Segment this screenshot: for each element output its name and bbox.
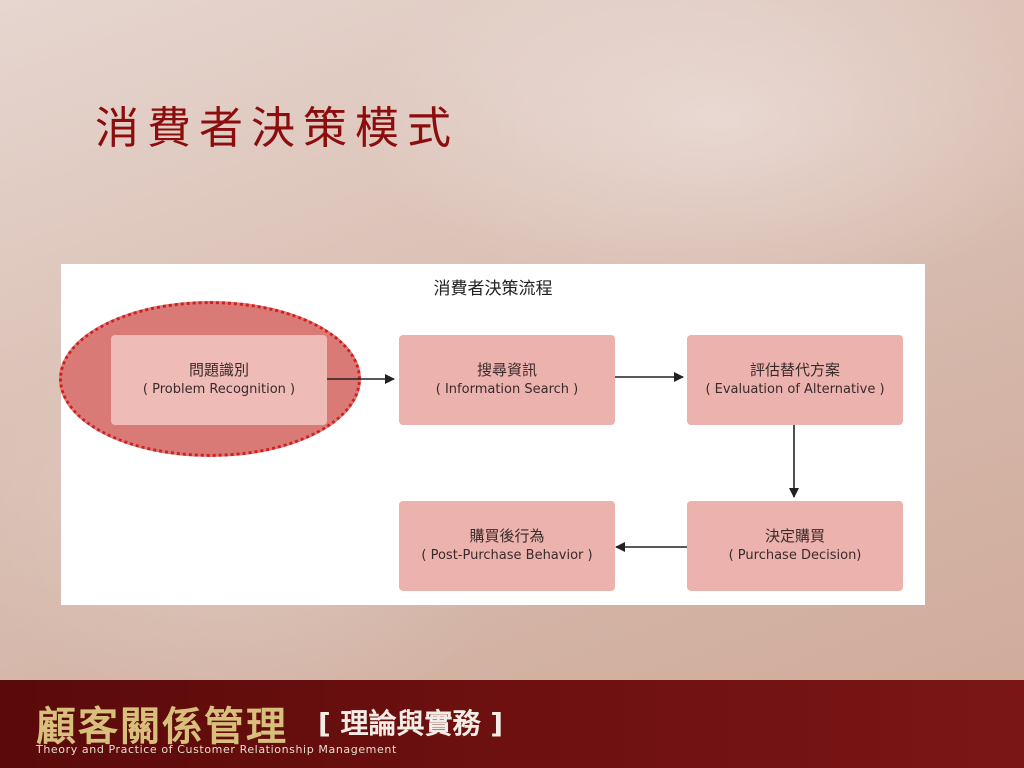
slide-title: 消費者決策模式 bbox=[95, 103, 459, 154]
step-post-purchase-behavior: 購買後行為 ( Post-Purchase Behavior ) bbox=[399, 501, 615, 591]
brand-title: 顧客關係管理 bbox=[36, 704, 288, 750]
step-label-en: ( Information Search ) bbox=[435, 382, 579, 397]
diagram-panel: 消費者決策流程 問題識別 ( Problem Recognition ) 搜尋資… bbox=[59, 264, 925, 605]
brand-subtitle: [ 理論與實務 ] bbox=[318, 707, 504, 740]
step-label-en: ( Evaluation of Alternative ) bbox=[705, 382, 885, 397]
step-label-zh: 評估替代方案 bbox=[749, 361, 840, 379]
step-label-zh: 問題識別 bbox=[188, 361, 249, 379]
diagram-title: 消費者決策流程 bbox=[433, 279, 553, 299]
step-label-zh: 決定購買 bbox=[764, 527, 825, 545]
flow-arrows bbox=[326, 372, 799, 552]
step-label-zh: 購買後行為 bbox=[469, 527, 545, 545]
step-problem-recognition: 問題識別 ( Problem Recognition ) bbox=[111, 335, 327, 425]
footer-bar: 顧客關係管理 [ 理論與實務 ] Theory and Practice of … bbox=[0, 680, 1024, 768]
step-evaluation-of-alternative: 評估替代方案 ( Evaluation of Alternative ) bbox=[687, 335, 903, 425]
step-label-en: ( Problem Recognition ) bbox=[142, 382, 296, 397]
step-label-zh: 搜尋資訊 bbox=[476, 361, 537, 379]
step-label-en: ( Purchase Decision) bbox=[728, 548, 862, 563]
step-purchase-decision: 決定購買 ( Purchase Decision) bbox=[687, 501, 903, 591]
brand-tagline: Theory and Practice of Customer Relation… bbox=[36, 743, 397, 756]
step-label-en: ( Post-Purchase Behavior ) bbox=[421, 548, 593, 563]
step-information-search: 搜尋資訊 ( Information Search ) bbox=[399, 335, 615, 425]
